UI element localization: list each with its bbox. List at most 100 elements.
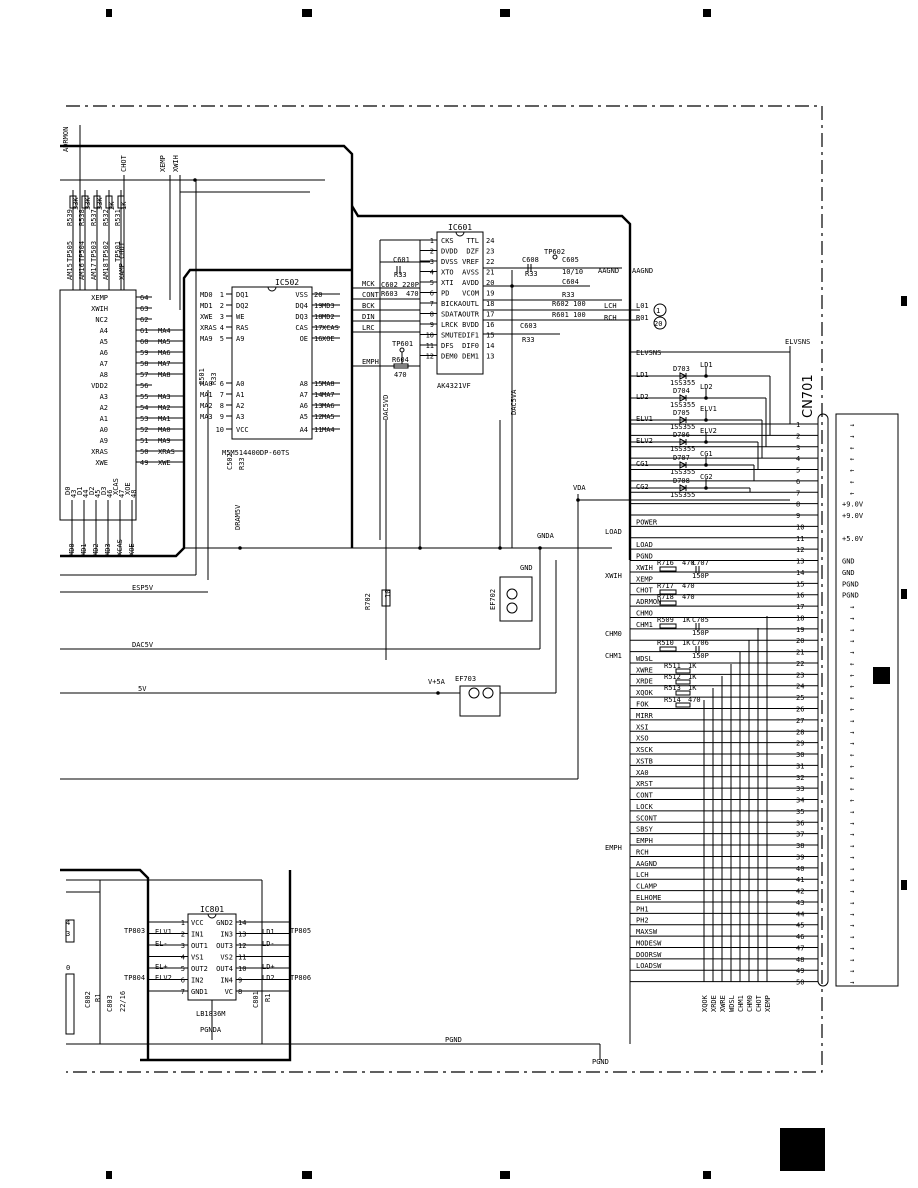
cn701-pin-num: 35 bbox=[796, 808, 804, 816]
ic502-part: M5M514400DP-60TS bbox=[222, 449, 289, 457]
diode-part: 1SS355 bbox=[670, 379, 695, 387]
capacitor-value: 150P bbox=[692, 572, 709, 580]
lsi-pin-name: VDD2 bbox=[91, 382, 108, 390]
ic601-pin-name: PD bbox=[441, 290, 449, 298]
ic502-pin-num: 9 bbox=[220, 413, 224, 421]
diode-net: ELV2 bbox=[700, 427, 717, 435]
frame-border bbox=[66, 105, 823, 1073]
resistor-value: 1K bbox=[688, 662, 697, 670]
capacitor-value: 150P bbox=[692, 652, 709, 660]
resistor-body bbox=[675, 690, 691, 696]
ic502-pin-num: 10 bbox=[216, 426, 224, 434]
cn701-pin-num: 49 bbox=[796, 967, 804, 975]
ic502-pin-name: CAS bbox=[295, 324, 308, 332]
cn701-pin-num: 48 bbox=[796, 956, 804, 964]
cn701-pin-num: 30 bbox=[796, 751, 804, 759]
cn701-net: XSTB bbox=[636, 757, 653, 765]
cn701-pin-direction: ← bbox=[850, 774, 854, 782]
cn701-pin-num: 10 bbox=[796, 523, 804, 531]
lsi-pin-net: MA5 bbox=[158, 338, 171, 346]
svg-text:R702: R702 bbox=[364, 593, 372, 610]
lsi-bottom-net: MD0 bbox=[68, 543, 76, 556]
diode-ref: D703 bbox=[673, 365, 690, 373]
lsi-pin-num: 52 bbox=[140, 426, 148, 434]
lsi-pin-name: A7 bbox=[100, 360, 108, 368]
cn701-pin-direction: → bbox=[850, 865, 854, 873]
ic601-pin-name: DIF1 bbox=[462, 332, 479, 340]
ic502-pin-net: XWE bbox=[200, 313, 213, 321]
resistor-body bbox=[659, 623, 677, 629]
lsi-pin-net: MA7 bbox=[158, 360, 171, 368]
testpoint-ref: TP503 bbox=[90, 241, 98, 262]
svg-text:EMPH: EMPH bbox=[605, 844, 622, 852]
cn701-pin-num: 25 bbox=[796, 694, 804, 702]
svg-text:R1: R1 bbox=[94, 994, 102, 1002]
ic601-input-net: DIN bbox=[362, 313, 375, 321]
cn701-net: CHOT bbox=[636, 587, 654, 595]
resistor-ref: R511 bbox=[664, 662, 681, 670]
svg-text:ESP5V: ESP5V bbox=[132, 584, 154, 592]
cn701-pin-num: 33 bbox=[796, 785, 804, 793]
svg-text:C802: C802 bbox=[84, 991, 92, 1008]
lsi-chip-body bbox=[59, 289, 137, 521]
ic502-pin-name: DQ4 bbox=[295, 302, 308, 310]
cn701-net: XEMP bbox=[636, 575, 653, 583]
cn701-pin-num: 8 bbox=[796, 501, 800, 509]
cn701-pin-direction: → bbox=[850, 842, 854, 850]
lsi-pin-name: A6 bbox=[100, 349, 108, 357]
ic601-pin-name: XTO bbox=[441, 269, 454, 277]
resistor-value: 470 bbox=[682, 559, 695, 567]
ic502-pin-net: MD3 bbox=[322, 302, 335, 310]
lsi-pin-top-label: AM16 bbox=[78, 263, 86, 280]
ic502-pin-name: A6 bbox=[300, 402, 308, 410]
ic502-pin-net: XOE bbox=[322, 335, 335, 343]
ic801-pin-name: OUT2 bbox=[191, 965, 208, 973]
registration-marks bbox=[106, 9, 907, 1179]
cn701-pin-num: 43 bbox=[796, 899, 804, 907]
cn701-pin-direction: ← bbox=[850, 660, 854, 668]
cn701-net: MIRR bbox=[636, 712, 654, 720]
svg-text:TP803: TP803 bbox=[124, 927, 145, 935]
testpoint-ref: TP501 bbox=[114, 241, 122, 262]
lsi-pin-num: 50 bbox=[140, 448, 148, 456]
cn701-pin-num: 5 bbox=[796, 467, 800, 475]
ic601-body bbox=[436, 231, 484, 375]
ic601-pin-name: LRCK bbox=[441, 321, 459, 329]
ic601-pin-num: 9 bbox=[430, 321, 434, 329]
lsi-pin-name: A0 bbox=[100, 426, 108, 434]
cn701-pin-num: 32 bbox=[796, 774, 804, 782]
diode-symbol bbox=[679, 372, 688, 380]
cn701-pin-num: 21 bbox=[796, 649, 804, 657]
driver-block-left bbox=[60, 868, 150, 1060]
cn701-pin-direction: → bbox=[850, 808, 854, 816]
ic601-pin-num: 2 bbox=[430, 248, 434, 256]
svg-text:LOAD: LOAD bbox=[605, 528, 622, 536]
cn701-pin-direction: → bbox=[850, 637, 854, 645]
lsi-pin-bottom-num: 43 bbox=[70, 490, 78, 498]
svg-text:DRAM5V: DRAM5V bbox=[234, 504, 242, 530]
cn701-pin-signal: GND bbox=[842, 558, 855, 566]
lsi-pin-num: 53 bbox=[140, 415, 148, 423]
ic502-pin-name: OE bbox=[300, 335, 308, 343]
lsi-pin-bottom-label: D0 bbox=[64, 487, 72, 495]
ic601-pin-name: TTL bbox=[466, 237, 479, 245]
svg-text:TP806: TP806 bbox=[290, 974, 311, 982]
cn701-pin-num: 2 bbox=[796, 432, 800, 440]
cn701-pin-direction: → bbox=[850, 626, 854, 634]
ic601-pin-num: 18 bbox=[486, 300, 494, 308]
ic502-pin-name: A2 bbox=[236, 402, 244, 410]
lsi-pin-name: A3 bbox=[100, 393, 108, 401]
cn701-pin-num: 6 bbox=[796, 478, 800, 486]
ic601-input-net: EMPH bbox=[362, 358, 379, 366]
svg-text:R33: R33 bbox=[562, 291, 575, 299]
lsi-pin-name: A4 bbox=[100, 327, 108, 335]
cn701-pin-num: 19 bbox=[796, 626, 804, 634]
cn701-pin-direction: ← bbox=[850, 467, 854, 475]
cn701-net: ADRMON bbox=[636, 598, 661, 606]
svg-text:22/16: 22/16 bbox=[119, 991, 127, 1012]
ic801-pin-name: GND2 bbox=[216, 919, 233, 927]
cn701-net: XWRE bbox=[636, 666, 653, 674]
cn701-pin-direction: → bbox=[850, 876, 854, 884]
resistor-value: 1K bbox=[688, 673, 697, 681]
net-adrmon-top: ADRMON bbox=[62, 127, 70, 152]
